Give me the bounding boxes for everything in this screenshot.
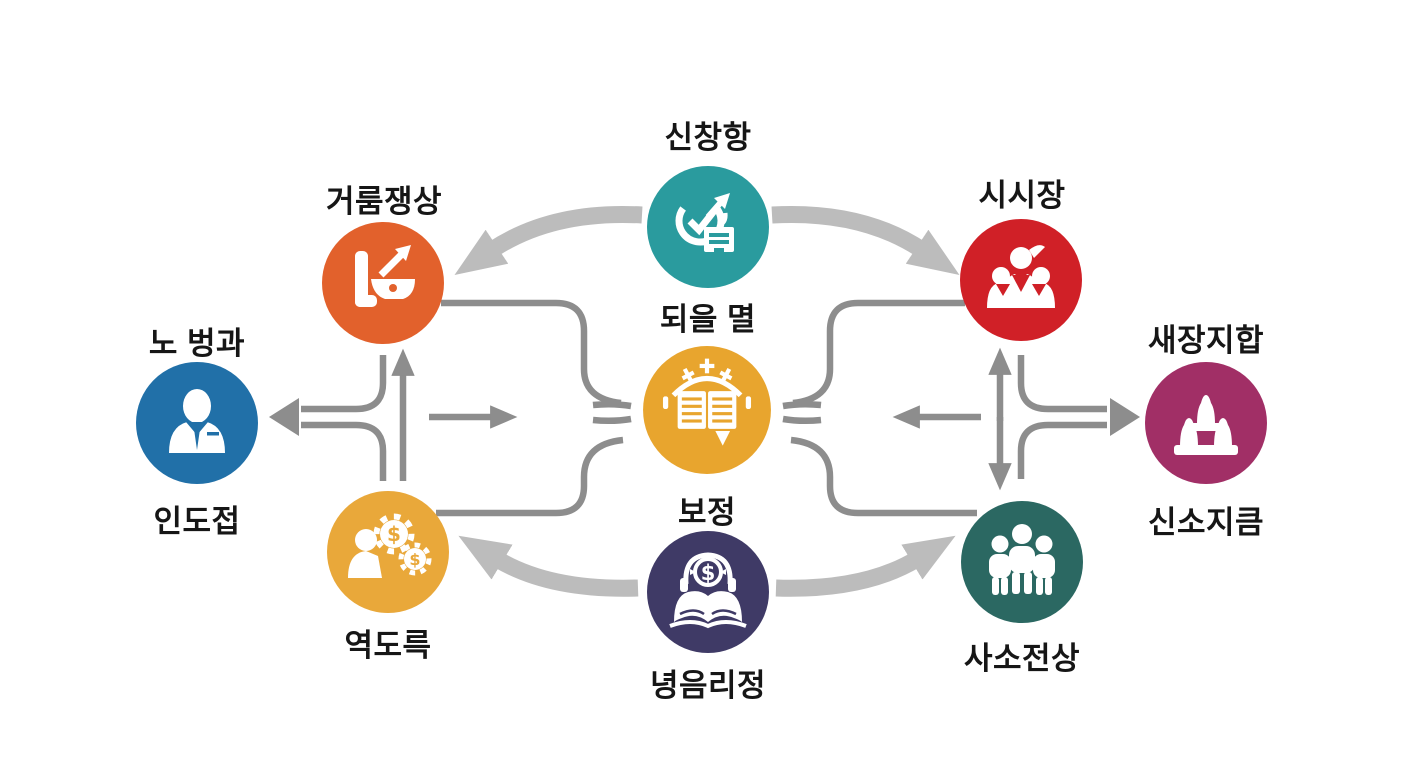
label-bottom-center-subtitle: 녕음리정 [649,668,767,703]
arrow-topcenter-to-topright [771,205,960,275]
open-book-icon [662,358,752,446]
node-top-center [646,165,770,289]
monument-icon [1174,395,1238,455]
arrowhead-into-left-node [269,398,299,436]
node-circle [647,531,769,653]
node-top-left [321,221,445,345]
svg-text:$: $ [409,550,420,569]
elbow-topleft-to-center [441,299,622,407]
label-top-left-title: 거룸쟁상 [325,184,443,219]
elbow-bottomleft-to-center [436,436,624,517]
arrow-bottomcenter-to-bottomleft [458,535,639,597]
chart-growth-icon [355,245,415,307]
arrowhead-into-right-node [1110,398,1140,436]
svg-text:$: $ [701,561,716,585]
label-top-center-subtitle: 되을 멸 [659,302,757,337]
node-right [1144,361,1268,485]
label-left-subtitle: 인도접 [153,504,241,539]
arrow-bottomcenter-to-bottomright [775,535,956,597]
label-bottom-left-subtitle: 역도륵 [344,628,432,663]
node-bottom-center: $ [646,530,770,654]
node-bottom-left: $ $ [326,490,450,614]
label-right-title: 새장지합 [1147,323,1265,358]
node-circle [643,346,771,474]
elbow-bottomright-to-center [790,436,977,517]
person-gears-icon: $ $ [348,513,432,578]
label-bottom-right-subtitle: 사소전상 [963,641,1081,676]
svg-text:$: $ [387,522,401,546]
three-people-icon [989,524,1055,595]
elbow-bottomright-to-right [1017,421,1107,479]
elbow-topright-to-right [1017,355,1107,413]
center-fanin-left-upper [592,400,632,410]
elbow-topright-to-center [792,299,965,407]
node-center [642,345,772,475]
center-fanin-right-upper [782,400,822,410]
node-top-right [959,218,1083,342]
label-right-subtitle: 신소지큼 [1147,505,1265,540]
label-top-center-title: 신창항 [664,120,752,155]
elbow-topleft-to-left [301,355,387,413]
book-dollar-icon: $ [669,552,747,629]
label-top-right-title: 시시장 [978,178,1066,213]
center-fanin-left-lower [592,415,632,425]
ballot-check-icon [675,193,734,252]
center-fanin-right-lower [782,415,822,425]
businessman-icon [169,389,225,453]
node-left [135,361,259,485]
node-bottom-right [960,500,1084,624]
label-center-subtitle: 보정 [677,495,737,530]
label-left-title: 노 벙과 [148,326,246,361]
people-group-icon [987,245,1055,308]
arrow-topcenter-to-topleft [454,205,643,275]
elbow-bottomleft-to-left [301,421,387,481]
